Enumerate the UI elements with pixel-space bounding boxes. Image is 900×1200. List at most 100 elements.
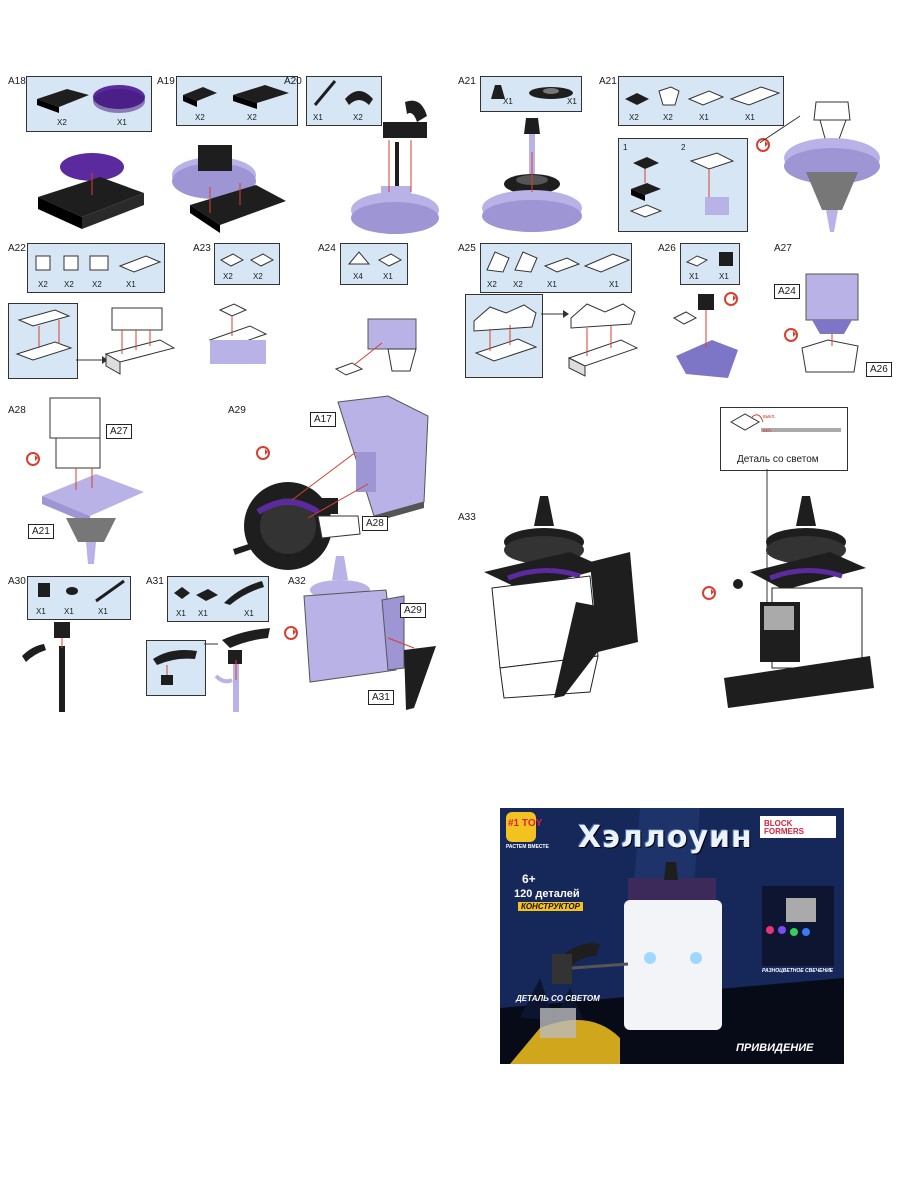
substep-art-a21 xyxy=(629,152,735,218)
step-label-a33: A33 xyxy=(458,512,476,523)
parts-a18-art xyxy=(37,85,145,113)
substep-art-a25 xyxy=(473,304,538,362)
parts-box-a21-first: X1 X1 xyxy=(480,76,582,112)
qty-a23-1: X2 xyxy=(223,272,233,281)
package-title: Хэллоуин xyxy=(578,820,753,855)
package-background xyxy=(500,808,844,1064)
callout-a28-a27: A27 xyxy=(106,424,132,439)
model-a21-first xyxy=(482,118,582,232)
piece-count: 120 деталей xyxy=(514,888,580,900)
qty-a21-first-2: X1 xyxy=(567,97,577,106)
step-label-a21-second: A21 xyxy=(599,76,617,87)
model-a28 xyxy=(42,397,144,564)
qty-a30-3: X1 xyxy=(98,607,108,616)
step-label-a30: A30 xyxy=(8,576,26,587)
qty-a25-1: X2 xyxy=(487,280,497,289)
light-off-label: выкл. xyxy=(763,414,776,420)
qty-a25-3: X1 xyxy=(547,280,557,289)
parts-box-a23: X2 X2 xyxy=(214,243,280,285)
step-label-a18: A18 xyxy=(8,76,26,87)
rotate-icon-a26 xyxy=(724,292,738,306)
model-a25 xyxy=(541,303,639,377)
step-label-a31: A31 xyxy=(146,576,164,587)
step-label-a29: A29 xyxy=(228,405,246,416)
substep-number-2: 2 xyxy=(681,143,686,152)
model-a29 xyxy=(233,395,429,570)
step-label-a26: A26 xyxy=(658,243,676,254)
multicolor-label: РАЗНОЦВЕТНОЕ СВЕЧЕНИЕ xyxy=(762,968,833,974)
qty-a20-2: X2 xyxy=(353,113,363,122)
model-a32 xyxy=(303,556,436,710)
step-label-a21-first: A21 xyxy=(458,76,476,87)
qty-a21-second-2: X2 xyxy=(663,113,673,122)
parts-box-a26: X1 X1 xyxy=(680,243,740,285)
light-part-badge: ДЕТАЛЬ СО СВЕТОМ xyxy=(516,994,600,1003)
rotate-icon-a33 xyxy=(702,586,716,600)
rotate-icon-a21 xyxy=(756,138,770,152)
parts-box-a20: X1 X2 xyxy=(306,76,382,126)
step-label-a25: A25 xyxy=(458,243,476,254)
brand-slogan: РАСТЕМ ВМЕСТЕ xyxy=(506,844,549,850)
qty-a24-2: X1 xyxy=(383,272,393,281)
parts-a31-art xyxy=(174,581,264,605)
parts-box-a24: X4 X1 xyxy=(340,243,408,285)
model-a30 xyxy=(22,622,70,712)
rotate-icon-a29 xyxy=(256,446,270,460)
age-label: 6+ xyxy=(522,872,536,886)
model-a18 xyxy=(38,153,144,229)
qty-a25-2: X2 xyxy=(513,280,523,289)
step-label-a28: A28 xyxy=(8,405,26,416)
callout-a28-a21: A21 xyxy=(28,524,54,539)
rotate-icon-a27 xyxy=(784,328,798,342)
callout-a32-a29: A29 xyxy=(400,603,426,618)
light-part-box: выкл. вкл. Деталь со светом xyxy=(720,407,848,471)
qty-a21-first-1: X1 xyxy=(503,97,513,106)
qty-a18-1: X2 xyxy=(57,118,67,127)
qty-a25-4: X1 xyxy=(609,280,619,289)
qty-a22-1: X2 xyxy=(38,280,48,289)
qty-a26-1: X1 xyxy=(689,272,699,281)
light-part-caption: Деталь со светом xyxy=(737,454,819,465)
qty-a30-2: X1 xyxy=(64,607,74,616)
step-label-a19: A19 xyxy=(157,76,175,87)
model-a27 xyxy=(801,273,859,373)
light-part-art xyxy=(729,413,841,432)
model-a19 xyxy=(172,145,286,233)
substep-box-a22 xyxy=(8,303,78,379)
parts-box-a25: X2 X2 X1 X1 xyxy=(480,243,632,293)
parts-a24-art xyxy=(347,251,403,267)
substep-art-a31 xyxy=(153,650,197,685)
parts-box-a31: X1 X1 X1 xyxy=(167,576,269,622)
parts-a25-art xyxy=(486,251,631,273)
model-a20 xyxy=(351,100,439,234)
step-label-a27: A27 xyxy=(774,243,792,254)
qty-a22-3: X2 xyxy=(92,280,102,289)
parts-box-a18: X2 X1 xyxy=(26,76,152,132)
parts-a22-art xyxy=(35,255,162,273)
qty-a30-1: X1 xyxy=(36,607,46,616)
model-a33-light xyxy=(724,496,874,708)
substep-box-a25 xyxy=(465,294,543,378)
qty-a21-second-4: X1 xyxy=(745,113,755,122)
substep-box-a21: 1 2 xyxy=(618,138,748,232)
qty-a31-1: X1 xyxy=(176,609,186,618)
brand-logo: #1 TOY xyxy=(508,818,543,829)
parts-box-a30: X1 X1 X1 xyxy=(27,576,131,620)
parts-a20-art xyxy=(313,80,373,106)
qty-a21-second-1: X2 xyxy=(629,113,639,122)
callout-a29-a17: A17 xyxy=(310,412,336,427)
model-a24 xyxy=(334,318,417,376)
parts-a26-art xyxy=(685,252,733,267)
qty-a18-2: X1 xyxy=(117,118,127,127)
model-a22 xyxy=(76,307,176,375)
model-name: ПРИВИДЕНИЕ xyxy=(736,1042,814,1054)
qty-a21-second-3: X1 xyxy=(699,113,709,122)
model-a33 xyxy=(484,496,638,699)
qty-a23-2: X2 xyxy=(253,272,263,281)
parts-box-a22: X2 X2 X2 X1 xyxy=(27,243,165,293)
qty-a20-1: X1 xyxy=(313,113,323,122)
step-label-a24: A24 xyxy=(318,243,336,254)
qty-a22-4: X1 xyxy=(126,280,136,289)
substep-art-a22 xyxy=(15,309,73,361)
qty-a26-2: X1 xyxy=(719,272,729,281)
